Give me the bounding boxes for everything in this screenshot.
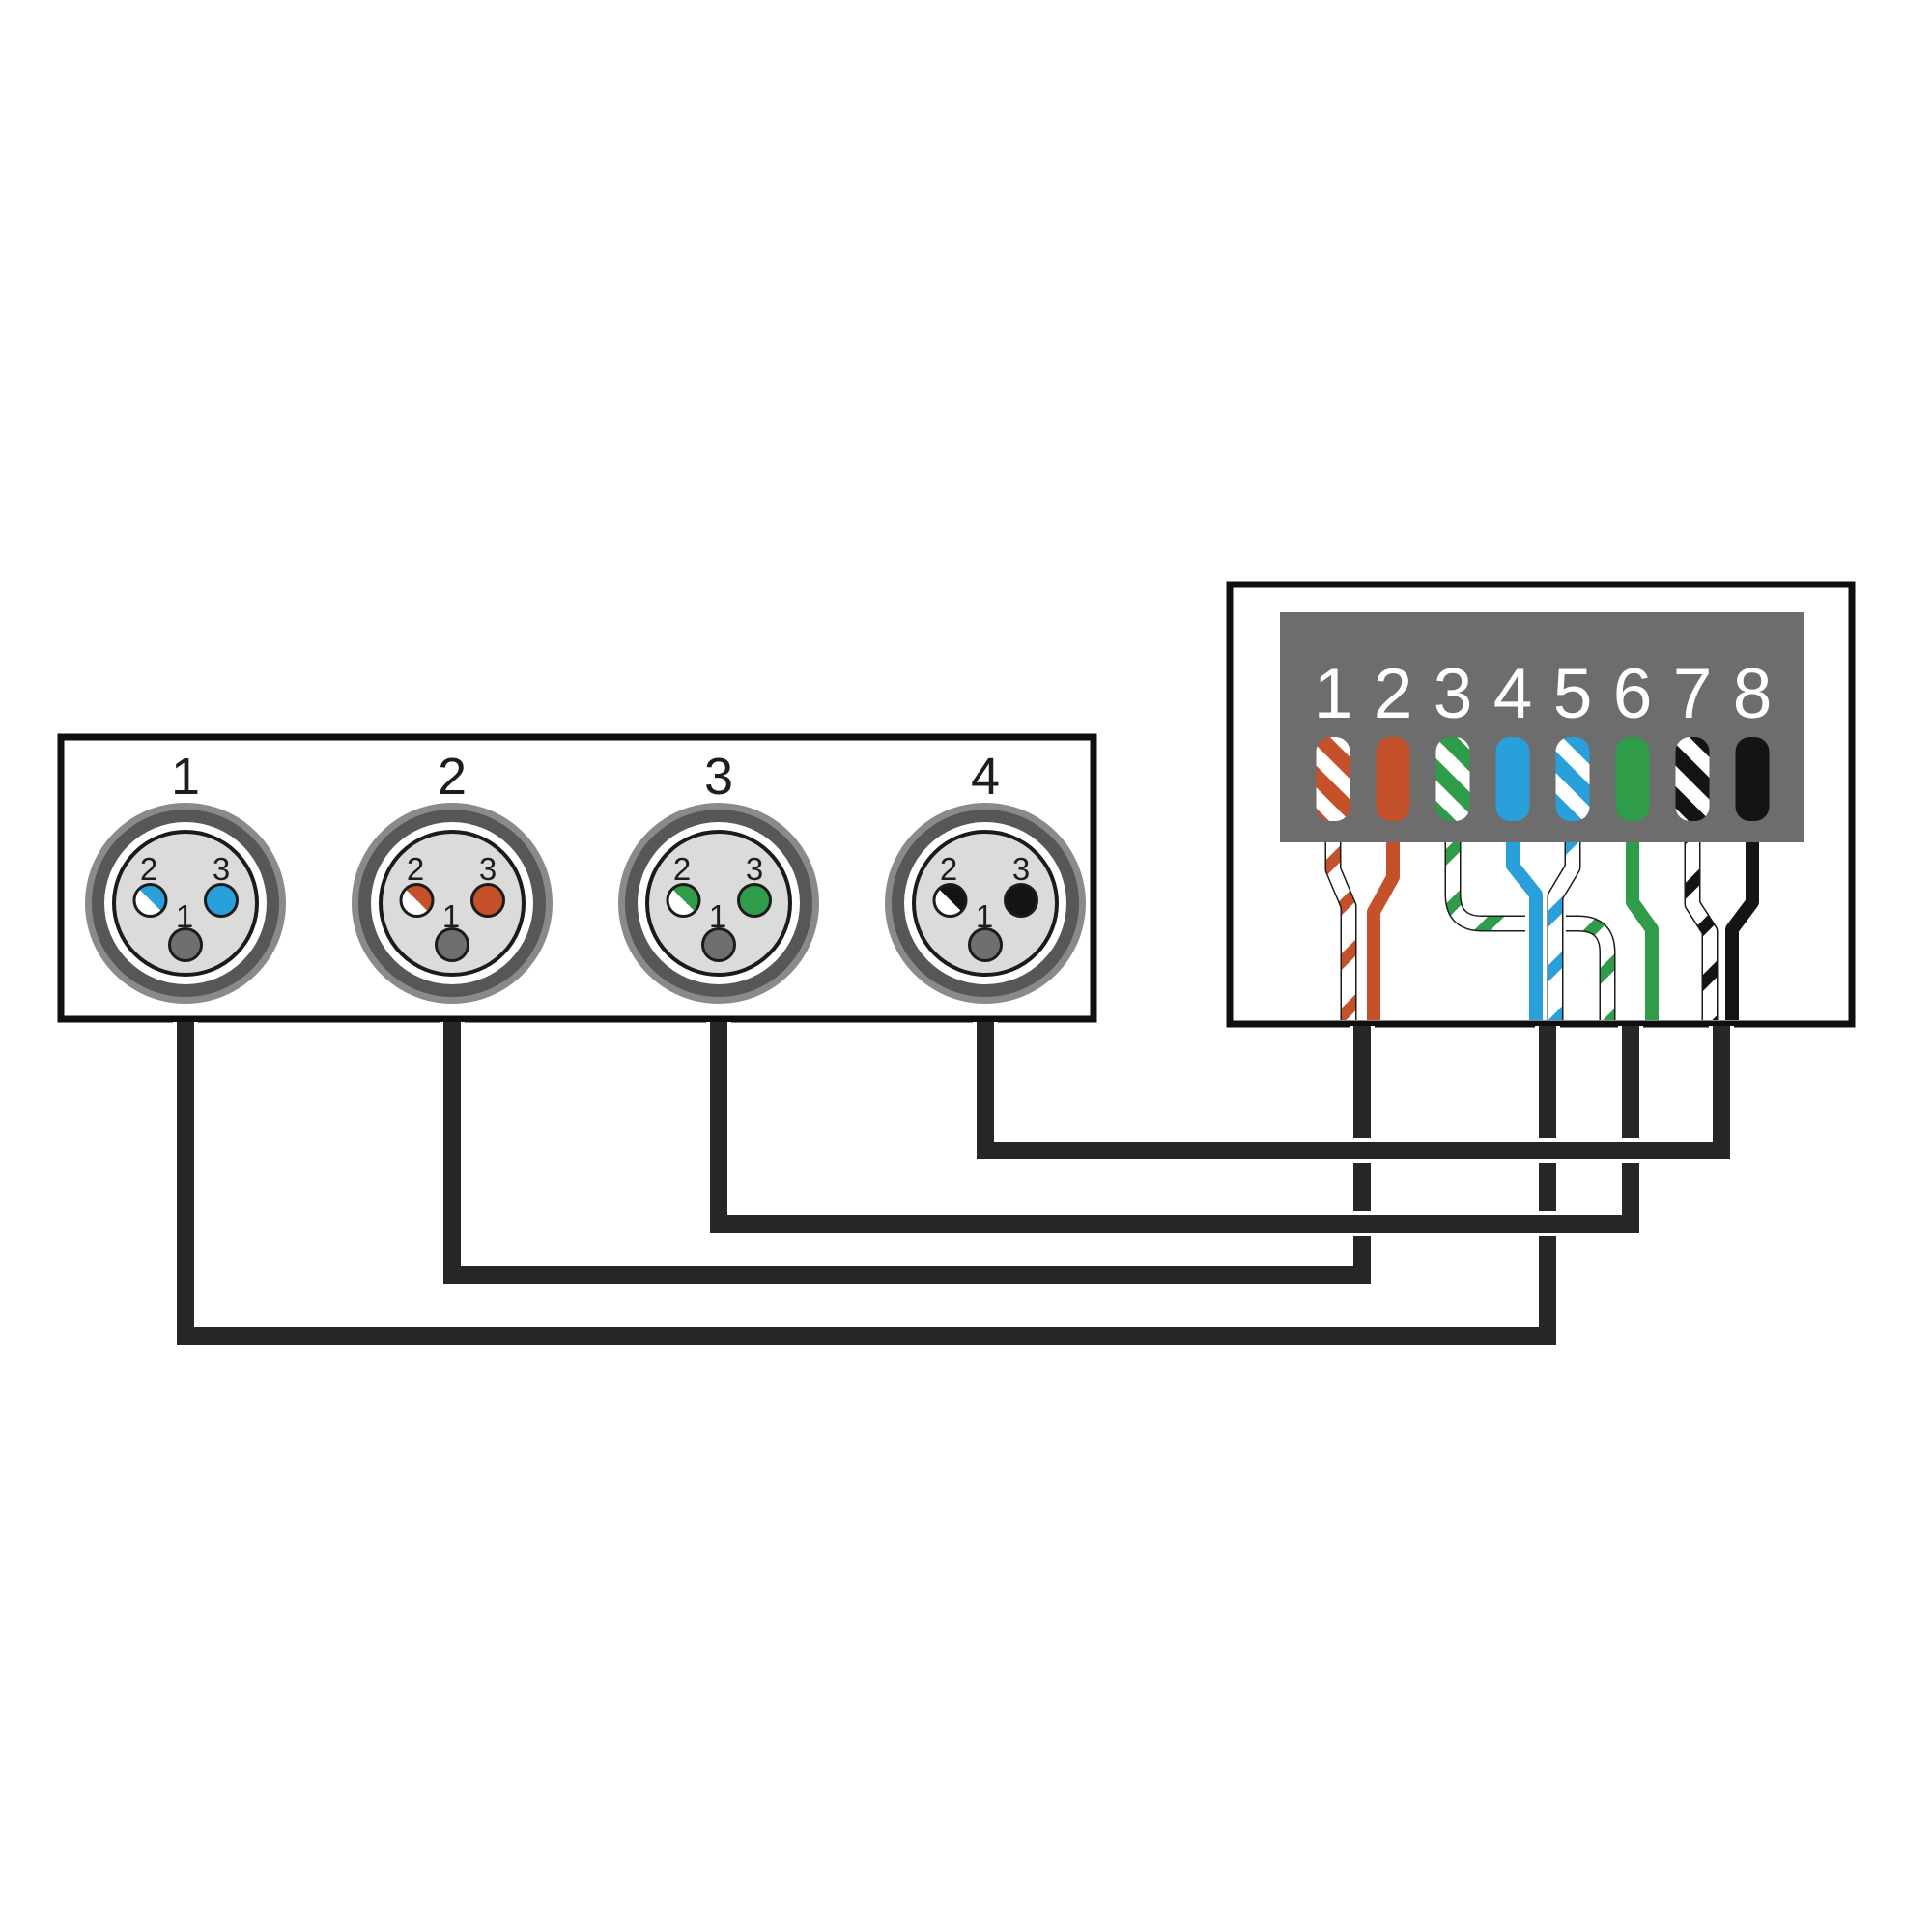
xlr-face <box>912 830 1059 977</box>
rj45-slot-white-blue <box>1555 737 1590 821</box>
rj45-position-number: 3 <box>1434 655 1473 733</box>
wire-solid <box>1367 842 1400 1020</box>
wire-solid <box>1626 842 1659 1020</box>
rj45-position-number: 7 <box>1673 655 1713 733</box>
wire-stripes <box>1686 842 1717 1020</box>
wire-solid <box>1506 842 1543 1020</box>
xlr-pin2-orange-striped <box>399 883 435 918</box>
xlr-connector-label: 4 <box>971 748 1000 806</box>
pin2-label: 2 <box>673 851 691 887</box>
rj45-position-number: 2 <box>1374 655 1413 733</box>
rj45-punchdown-block <box>1280 612 1804 842</box>
cable-xlr-1-to-rj45-4-5 <box>173 1022 1560 1349</box>
rj45-position-number: 6 <box>1613 655 1653 733</box>
wire-orange <box>1367 842 1400 1020</box>
rj45-position-number: 8 <box>1733 655 1773 733</box>
rj45-position-number: 1 <box>1314 655 1353 733</box>
wire-stripes <box>1326 842 1355 1020</box>
pin2-label: 2 <box>407 851 424 887</box>
xlr-face <box>379 830 526 977</box>
wire-blue <box>1502 842 1547 1020</box>
xlr-pin1-ground <box>435 927 469 962</box>
wire-solid <box>1725 842 1759 1020</box>
cable-xlr-3-to-rj45-3-6 <box>706 1022 1643 1236</box>
xlr-pin2-blue-striped <box>132 883 168 918</box>
pin1-label: 1 <box>176 898 193 934</box>
rj45-slot-white-black <box>1675 737 1710 821</box>
xlr-connector-label: 1 <box>171 748 200 806</box>
cable-casing <box>173 1022 1560 1349</box>
wire-stripes <box>1548 842 1579 1020</box>
xlr-pin2-black-striped <box>932 883 968 918</box>
rj45-position-number: 4 <box>1493 655 1533 733</box>
rj45-slot-black <box>1735 737 1770 821</box>
pin1-label: 1 <box>709 898 726 934</box>
wire-green <box>1626 842 1659 1020</box>
pin3-label: 3 <box>746 851 763 887</box>
wire-white-black <box>1684 842 1719 1020</box>
rj45-slot-blue <box>1495 737 1530 821</box>
rj45-slot-orange <box>1376 737 1410 821</box>
cable-core <box>977 1022 1730 1159</box>
wire-black <box>1725 842 1759 1020</box>
pin2-label: 2 <box>940 851 957 887</box>
rj45-slot-green <box>1615 737 1650 821</box>
pin3-label: 3 <box>479 851 497 887</box>
rj45-slot-white-green <box>1435 737 1470 821</box>
cable-core <box>710 1022 1639 1233</box>
xlr-face <box>645 830 792 977</box>
wire-white-orange <box>1324 842 1357 1020</box>
rj45-position-number: 5 <box>1553 655 1593 733</box>
rj45-wires <box>1324 842 1759 1020</box>
wire-white-blue <box>1545 842 1583 1020</box>
xlr-pin1-ground <box>168 927 203 962</box>
xlr-connector-label: 3 <box>704 748 733 806</box>
rj45-slot-white-orange <box>1316 737 1350 821</box>
pin2-label: 2 <box>140 851 157 887</box>
pin1-label: 1 <box>442 898 460 934</box>
xlr-pin1-ground <box>968 927 1003 962</box>
pin3-label: 3 <box>1012 851 1030 887</box>
cable-casing <box>706 1022 1643 1236</box>
xlr-pin3-green-solid <box>737 883 772 918</box>
xlr-pin3-orange-solid <box>470 883 505 918</box>
pin1-label: 1 <box>976 898 993 934</box>
xlr-pin3-black-solid <box>1004 883 1038 918</box>
cable-xlr-4-to-rj45-7-8 <box>973 1022 1734 1163</box>
xlr-connector-label: 2 <box>438 748 467 806</box>
xlr-pin2-green-striped <box>666 883 701 918</box>
pin3-label: 3 <box>213 851 230 887</box>
cables <box>173 1022 1734 1349</box>
xlr-connector-2: 2 2 31 <box>352 748 553 1004</box>
xlr-connector-4: 4 2 31 <box>885 748 1086 1004</box>
cable-core <box>177 1022 1556 1345</box>
xlr-face <box>112 830 259 977</box>
xlr-pin1-ground <box>701 927 736 962</box>
xlr-pin3-blue-solid <box>204 883 239 918</box>
